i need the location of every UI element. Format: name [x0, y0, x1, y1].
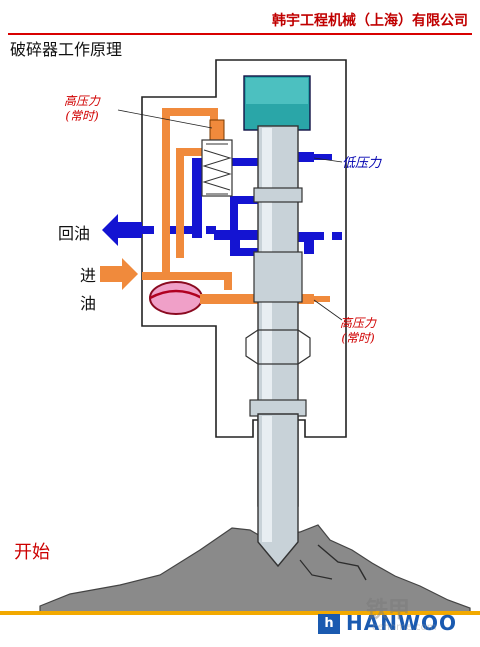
stage-label: 开始 — [14, 542, 50, 563]
valve-top-plug — [209, 119, 225, 141]
watermark: 铁甲 — [366, 598, 411, 623]
label-oil-in-2: 油 — [80, 294, 97, 313]
hanwoo-logo-text: HANWOO — [346, 611, 458, 635]
label-low-pressure: 低压力 — [342, 156, 382, 171]
company-name: 韩宇工程机械（上海）有限公司 — [272, 13, 468, 29]
rock-ground — [39, 524, 471, 613]
leader-line-high-bottom — [313, 299, 343, 321]
label-high-pressure-bottom-text: 高压力 — [340, 316, 377, 330]
label-high-pressure-top: 高压力 (常时) — [64, 94, 100, 124]
label-oil-return: 回油 — [58, 224, 91, 243]
watermark-url: cehome.com — [372, 622, 437, 633]
footer-stripe — [0, 611, 480, 615]
label-high-pressure-top-note: (常时) — [65, 109, 99, 123]
chisel-highlight — [262, 416, 272, 542]
high-pressure-circuit — [142, 108, 314, 304]
valve-hatch — [206, 143, 228, 195]
rock-crack — [317, 544, 367, 581]
header-divider — [8, 33, 472, 35]
gas-chamber-shade — [246, 78, 308, 104]
oil-in-arrow-icon — [100, 258, 138, 290]
valve-spring — [202, 149, 232, 191]
oil-return-arrow-icon — [102, 214, 142, 246]
accumulator — [149, 281, 203, 315]
rock-crack — [299, 559, 333, 580]
hanwoo-logo-icon: h — [318, 614, 340, 634]
accumulator-membrane — [149, 289, 203, 300]
label-oil-in-1: 进 — [80, 266, 97, 285]
label-high-pressure-bottom: 高压力 (常时) — [340, 316, 376, 346]
footer-bar — [0, 611, 480, 647]
slide-title: 破碎器工作原理 — [10, 40, 123, 59]
leader-line-high-top — [117, 109, 213, 129]
label-high-pressure-bottom-note: (常时) — [341, 331, 375, 345]
control-valve — [201, 139, 233, 197]
label-high-pressure-top-text: 高压力 — [64, 94, 101, 108]
leader-line-low — [313, 157, 343, 163]
accumulator-neck — [200, 294, 214, 304]
